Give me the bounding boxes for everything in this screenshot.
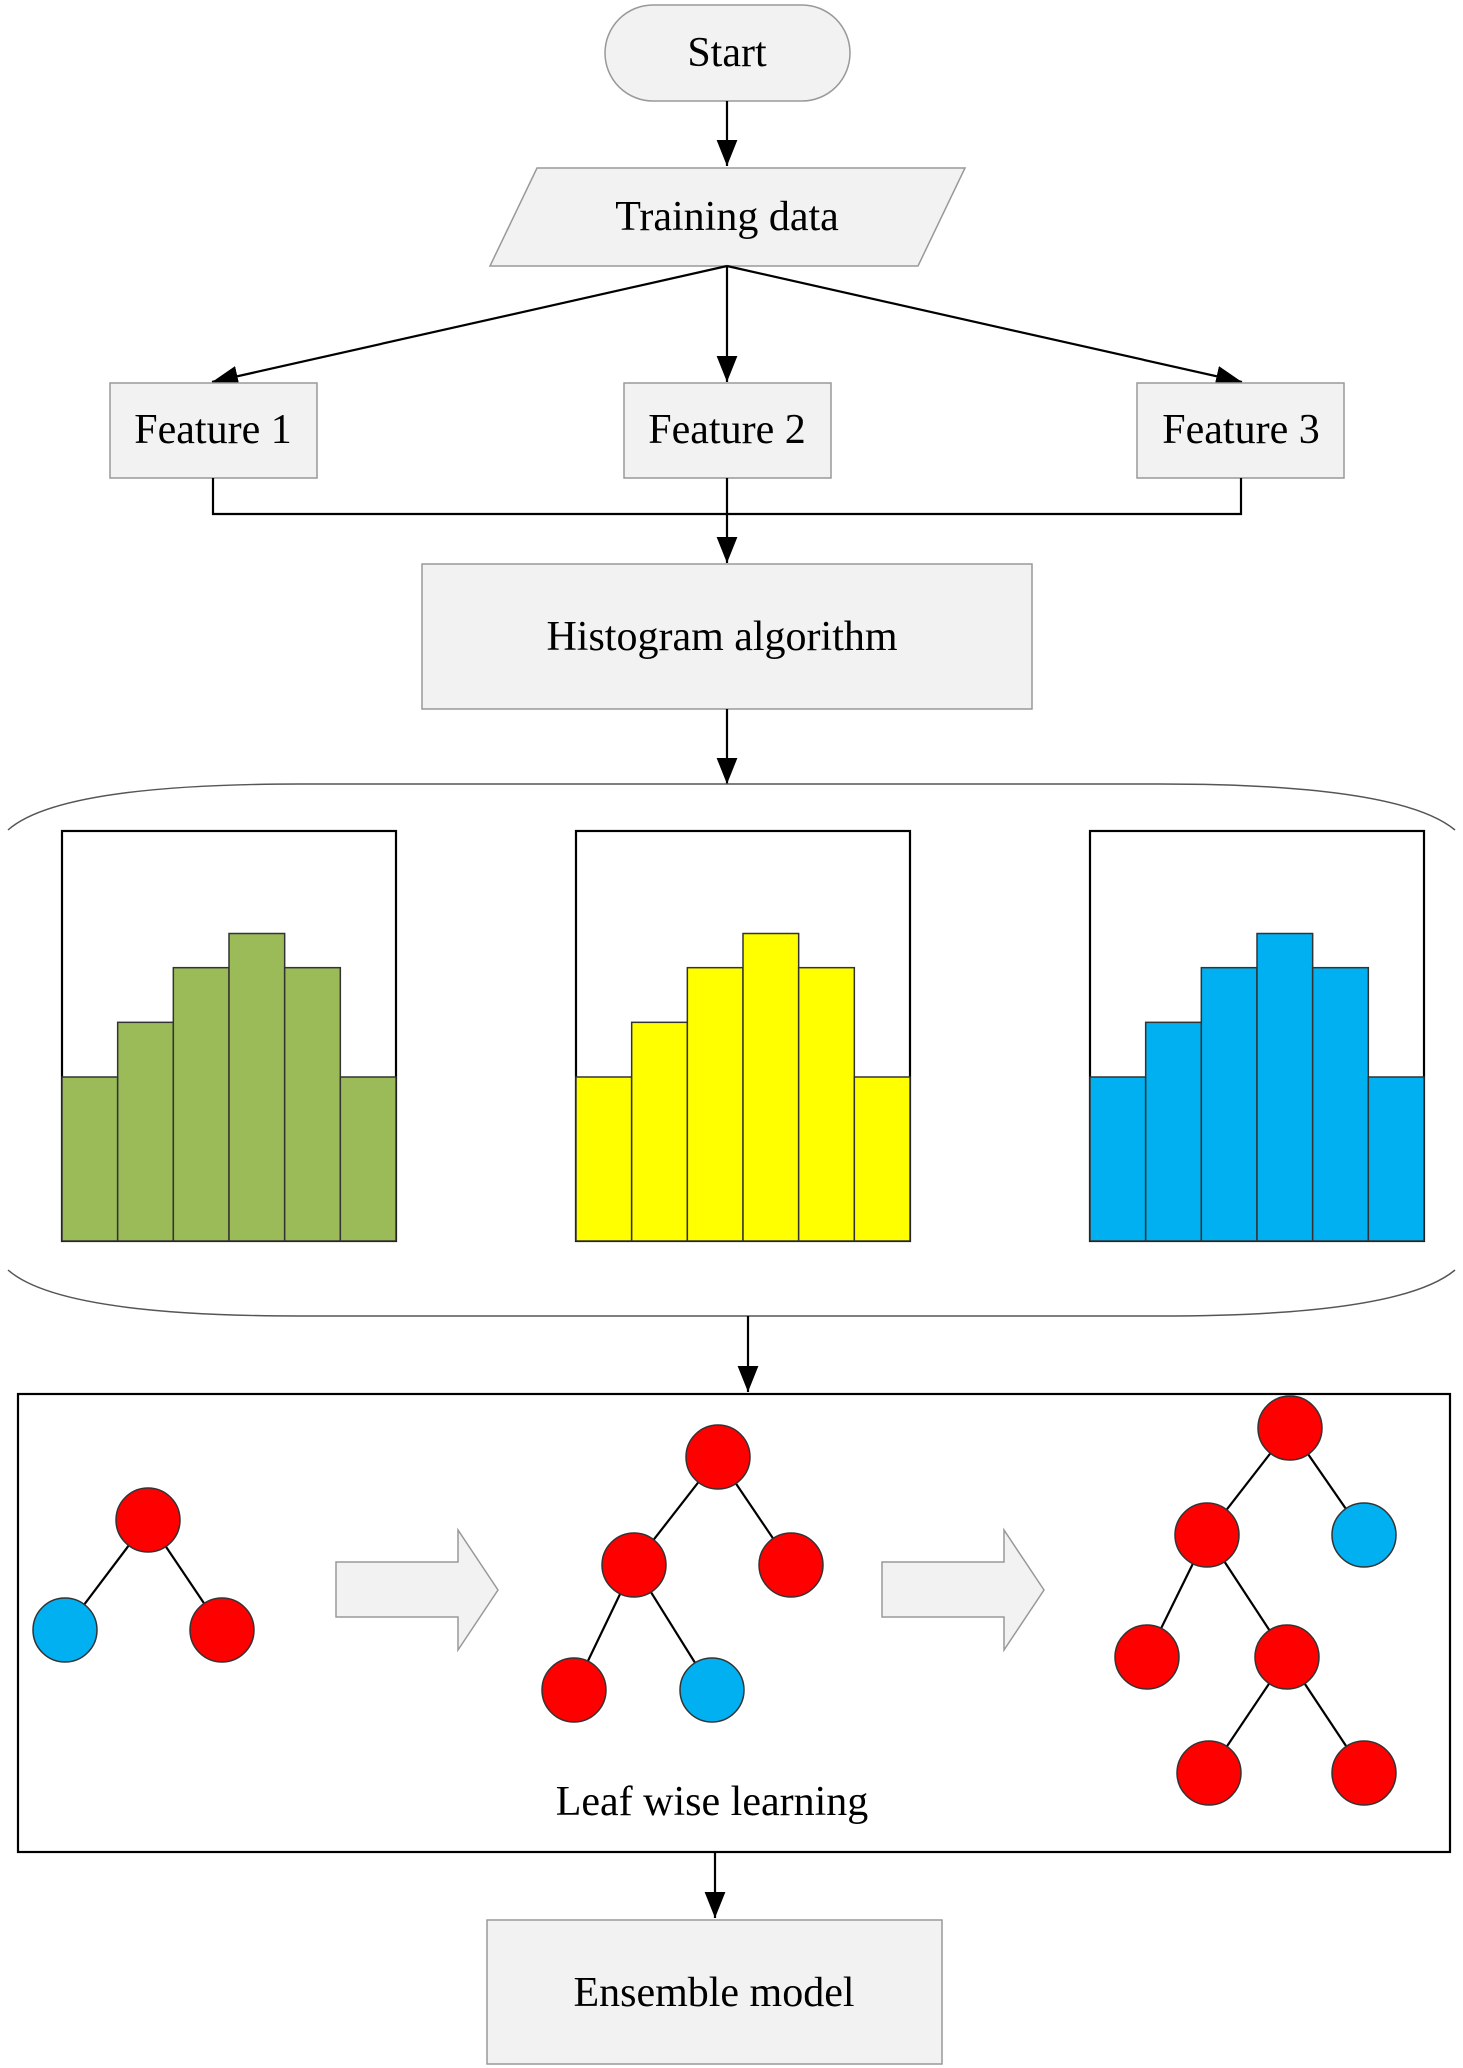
- tree-1: [32, 1487, 255, 1663]
- training-data-node: Training data: [488, 167, 967, 267]
- tree-2-node: [685, 1424, 751, 1490]
- histogram-2-bin: [575, 1076, 633, 1242]
- histogram-algorithm-node: Histogram algorithm: [421, 563, 1033, 710]
- tree-1-node: [115, 1487, 181, 1553]
- leaf-wise-learning-label: Leaf wise learning: [556, 1779, 869, 1825]
- tree-3-node: [1114, 1624, 1180, 1690]
- feature-1-label: Feature 1: [134, 407, 291, 453]
- tree-1-node: [32, 1597, 98, 1663]
- histogram-1-bin: [228, 932, 286, 1242]
- tree-2-node: [541, 1657, 607, 1723]
- histogram-1-bin: [61, 1076, 119, 1242]
- histogram-bars: [61, 932, 1425, 1242]
- tree-3-node: [1174, 1502, 1240, 1568]
- histogram-group-container: [7, 783, 1456, 1317]
- histogram-1-bin: [339, 1076, 397, 1242]
- histogram-2-bin: [853, 1076, 911, 1242]
- tree-2-node: [679, 1657, 745, 1723]
- histogram-2-bin: [630, 1021, 689, 1242]
- tree-3-node: [1254, 1624, 1320, 1690]
- tree-2-node: [601, 1532, 667, 1598]
- feature-3-label: Feature 3: [1162, 407, 1319, 453]
- transition-arrow-2: [881, 1527, 1045, 1653]
- tree-2: [541, 1424, 824, 1723]
- histogram-2-bin: [797, 966, 856, 1242]
- histogram-3-bin: [1256, 932, 1314, 1242]
- histogram-1-bin: [172, 966, 230, 1242]
- histogram-3-bin: [1089, 1076, 1147, 1242]
- tree-3-node: [1331, 1740, 1397, 1806]
- arrow-data-to-feature-1: [211, 264, 728, 387]
- tree-3-node: [1176, 1740, 1242, 1806]
- transition-arrow-1: [335, 1527, 499, 1653]
- start-label: Start: [687, 30, 767, 76]
- histogram-2-bin: [742, 932, 800, 1242]
- feature-3-node: Feature 3: [1136, 382, 1345, 479]
- tree-3-node: [1331, 1502, 1397, 1568]
- start-node: Start: [604, 4, 851, 102]
- histogram-1-bin: [116, 1021, 175, 1242]
- tree-2-node: [758, 1532, 824, 1598]
- feature-2-label: Feature 2: [648, 407, 805, 453]
- feature-1-node: Feature 1: [109, 382, 318, 479]
- tree-3-node: [1257, 1395, 1323, 1461]
- arrow-data-to-feature-3: [726, 264, 1243, 387]
- histogram-3-bin: [1311, 966, 1370, 1242]
- tree-1-node: [189, 1597, 255, 1663]
- feature-2-node: Feature 2: [623, 382, 832, 479]
- ensemble-model-label: Ensemble model: [573, 1970, 854, 2016]
- histogram-2-bin: [686, 966, 744, 1242]
- histogram-3-bin: [1200, 966, 1258, 1242]
- histogram-1-bin: [283, 966, 342, 1242]
- histogram-3-bin: [1144, 1021, 1203, 1242]
- ensemble-model-node: Ensemble model: [486, 1919, 943, 2065]
- training-data-label: Training data: [615, 194, 839, 240]
- histogram-3-bin: [1367, 1076, 1425, 1242]
- histogram-algorithm-label: Histogram algorithm: [546, 614, 897, 660]
- tree-3: [1114, 1395, 1397, 1806]
